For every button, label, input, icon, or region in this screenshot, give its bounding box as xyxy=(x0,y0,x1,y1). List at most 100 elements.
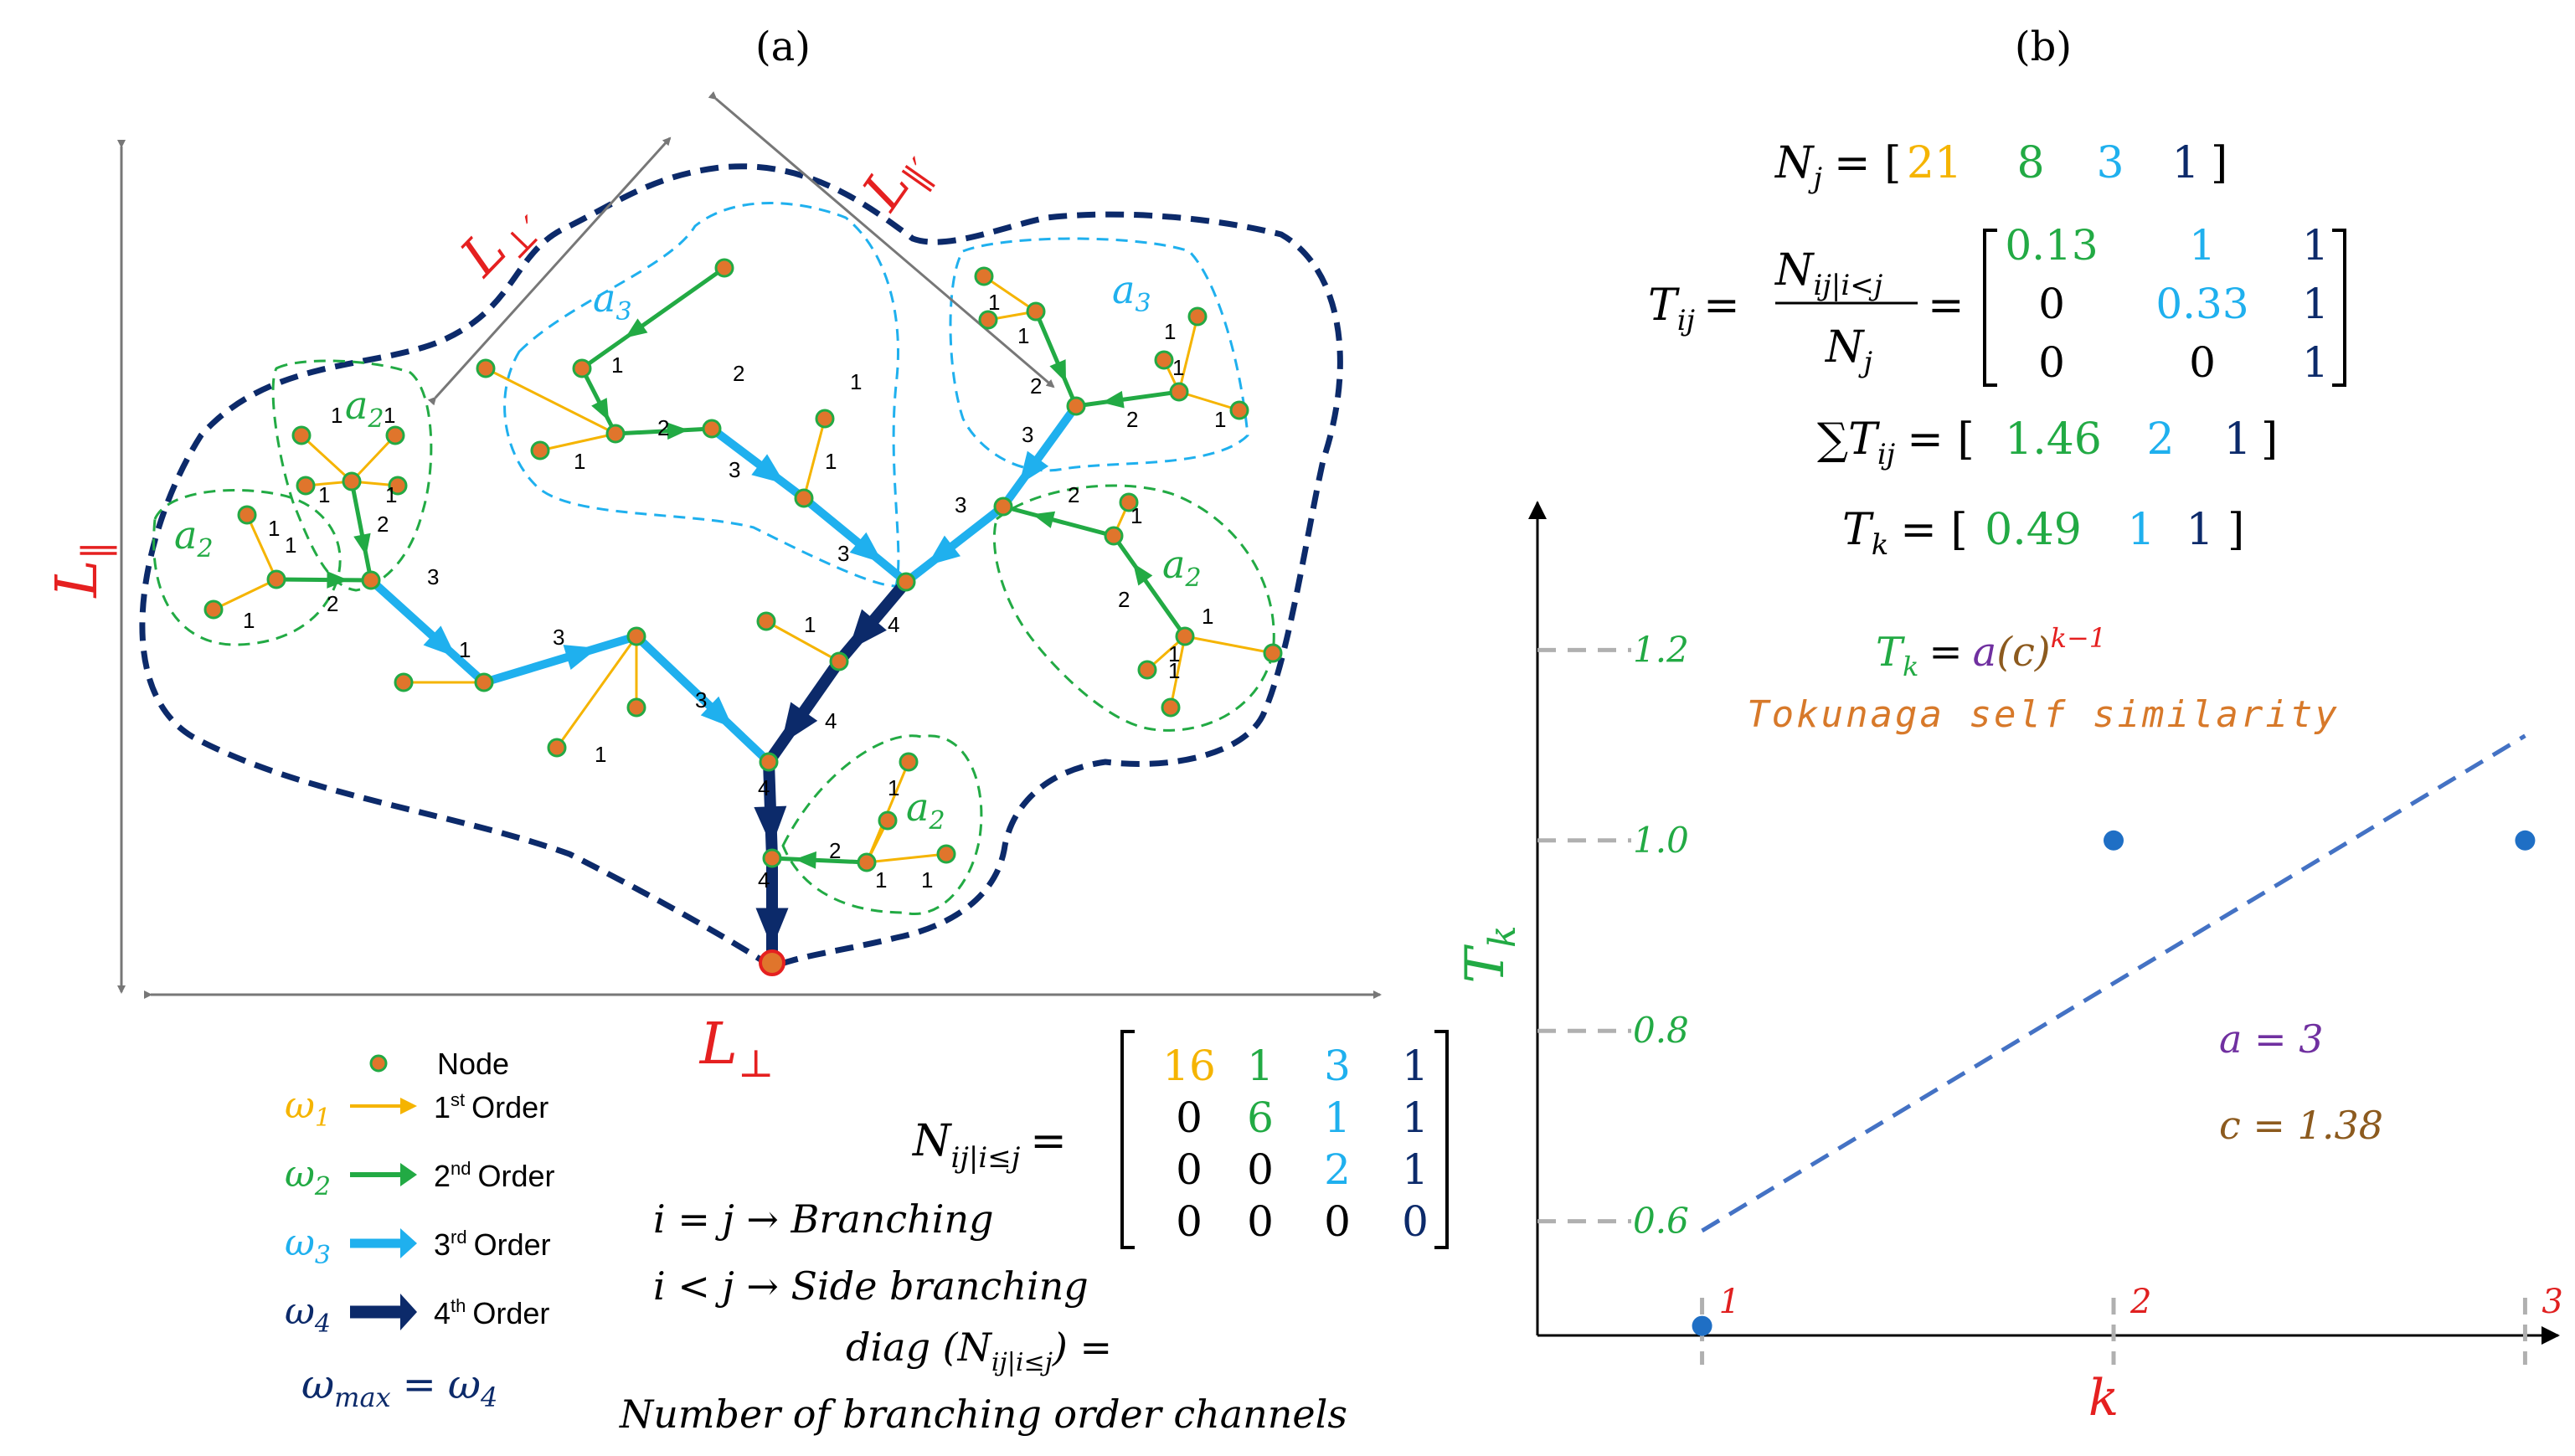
stream-segment-order-2 xyxy=(613,426,714,436)
n-matrix-cell: 1 xyxy=(1324,1093,1351,1142)
l-perp-prime-dimension-arrow xyxy=(427,136,672,406)
tij-equals: = xyxy=(1928,280,1965,331)
legend-omega-2: ω2 xyxy=(285,1153,331,1201)
subbasin-a3-right xyxy=(949,237,1249,472)
stream-arrowhead-order-2 xyxy=(1032,511,1056,528)
watershed-outline xyxy=(139,163,1343,970)
order-number-label: 4 xyxy=(758,867,770,893)
network-node xyxy=(1175,626,1195,646)
order-number-label: 1 xyxy=(243,608,255,633)
y-tick-label: 0.6 xyxy=(1633,1201,1689,1242)
outlet-node xyxy=(759,949,785,976)
note-side-branching: i < j → Side branching xyxy=(653,1263,1089,1309)
n-matrix-cell: 1 xyxy=(1402,1093,1429,1142)
order-number-label: 1 xyxy=(268,516,280,541)
order-number-label: 3 xyxy=(1022,422,1033,447)
data-point xyxy=(2104,830,2124,851)
n-matrix-left-bracket xyxy=(1120,1030,1135,1249)
nj-value-4: 1 xyxy=(2171,138,2199,188)
subbasin-a3-center xyxy=(503,202,900,588)
network-node xyxy=(1187,306,1208,327)
order-number-label: 3 xyxy=(729,457,740,482)
order-number-label: 1 xyxy=(1172,355,1184,380)
order-number-label: 1 xyxy=(804,612,816,637)
order-number-label: 1 xyxy=(595,742,606,767)
stream-segment-order-1 xyxy=(765,620,841,663)
network-node xyxy=(342,471,362,491)
l-par-prime-label: L‖′ xyxy=(851,135,943,225)
tij-left-bracket xyxy=(1983,229,1997,387)
order-number-label: 2 xyxy=(377,512,389,537)
stream-segment-order-1 xyxy=(555,635,638,749)
network-node xyxy=(1104,526,1124,546)
order-number-label: 2 xyxy=(1030,373,1042,399)
stream-arrowhead-order-4 xyxy=(754,805,787,847)
network-node xyxy=(829,651,849,671)
stream-segment-order-1 xyxy=(300,434,353,483)
order-number-label: 1 xyxy=(875,867,887,893)
legend-arrowhead-order-2 xyxy=(400,1163,417,1186)
tij-cell: 0 xyxy=(2189,338,2216,387)
network-node xyxy=(993,496,1013,517)
network-node xyxy=(1263,643,1283,663)
stream-arrowhead-order-2 xyxy=(1133,563,1153,586)
subbasin-a2-right xyxy=(992,484,1275,732)
network-node xyxy=(203,599,224,620)
order-number-label: 2 xyxy=(829,838,841,863)
basin-label-a2-lower: a2 xyxy=(906,785,945,836)
tij-denominator: Nj xyxy=(1824,322,1873,379)
stream-segment-order-1 xyxy=(1177,390,1241,412)
order-number-label: 3 xyxy=(427,564,439,589)
basin-label-a2-right: a2 xyxy=(1162,542,1202,593)
stream-arrowhead-order-3 xyxy=(700,696,734,728)
network-node xyxy=(474,672,494,692)
order-number-label: 4 xyxy=(888,612,899,637)
nj-lhs: Nj= [ xyxy=(1774,138,1901,195)
subbasin-a2-left xyxy=(152,488,342,646)
stream-segment-order-3 xyxy=(708,424,808,502)
legend-arrowhead-order-1 xyxy=(400,1098,417,1114)
legend-omega-1: ω1 xyxy=(285,1084,331,1133)
legend-arrowhead-order-3 xyxy=(400,1228,417,1258)
n-matrix-cell: 1 xyxy=(1402,1145,1429,1194)
order-number-label: 1 xyxy=(1168,641,1180,666)
stream-arrowhead-order-2 xyxy=(353,532,371,556)
order-number-label: 1 xyxy=(459,637,471,662)
order-number-label: 1 xyxy=(850,369,862,394)
order-number-label: 2 xyxy=(327,591,338,616)
network-nodes xyxy=(203,258,1283,976)
n-matrix-cell: 16 xyxy=(1162,1042,1216,1090)
stream-segment-order-3 xyxy=(902,502,1007,586)
order-number-label: 2 xyxy=(1118,587,1130,612)
network-node xyxy=(605,424,626,444)
data-point xyxy=(1692,1315,1712,1336)
network-node xyxy=(1119,492,1139,512)
x-tick-label: 2 xyxy=(2130,1283,2151,1321)
tij-cell: 1 xyxy=(2189,221,2216,270)
nj-bracket-close: ] xyxy=(2211,138,2227,188)
tk-value-1: 0.49 xyxy=(1985,505,2082,555)
order-number-label: 1 xyxy=(285,532,296,558)
order-number-label: 2 xyxy=(733,361,744,386)
stream-segment-order-1 xyxy=(1183,635,1275,655)
n-matrix-cell: 0 xyxy=(1247,1197,1274,1246)
stream-arrowhead-order-3 xyxy=(423,625,456,657)
stream-segment-order-3 xyxy=(999,402,1080,511)
note-channels: Number of branching order channels xyxy=(619,1392,1347,1437)
tij-numerator: Nij|i<j xyxy=(1774,245,1883,302)
nj-value-1: 21 xyxy=(1907,138,1962,188)
tk-value-2: 1 xyxy=(2127,505,2155,555)
network-node xyxy=(361,570,381,590)
network-node xyxy=(530,440,550,460)
l-par-prime-dimension-arrow xyxy=(708,91,1055,388)
subbasin-a2-upper xyxy=(271,359,433,592)
order-number-label: 1 xyxy=(611,352,623,378)
order-number-label: 1 xyxy=(825,449,837,474)
stream-arrowhead-order-3 xyxy=(563,645,598,670)
order-number-label: 1 xyxy=(988,290,1000,315)
nj-value-3: 3 xyxy=(2096,138,2124,188)
stream-segment-order-2 xyxy=(1111,533,1187,639)
